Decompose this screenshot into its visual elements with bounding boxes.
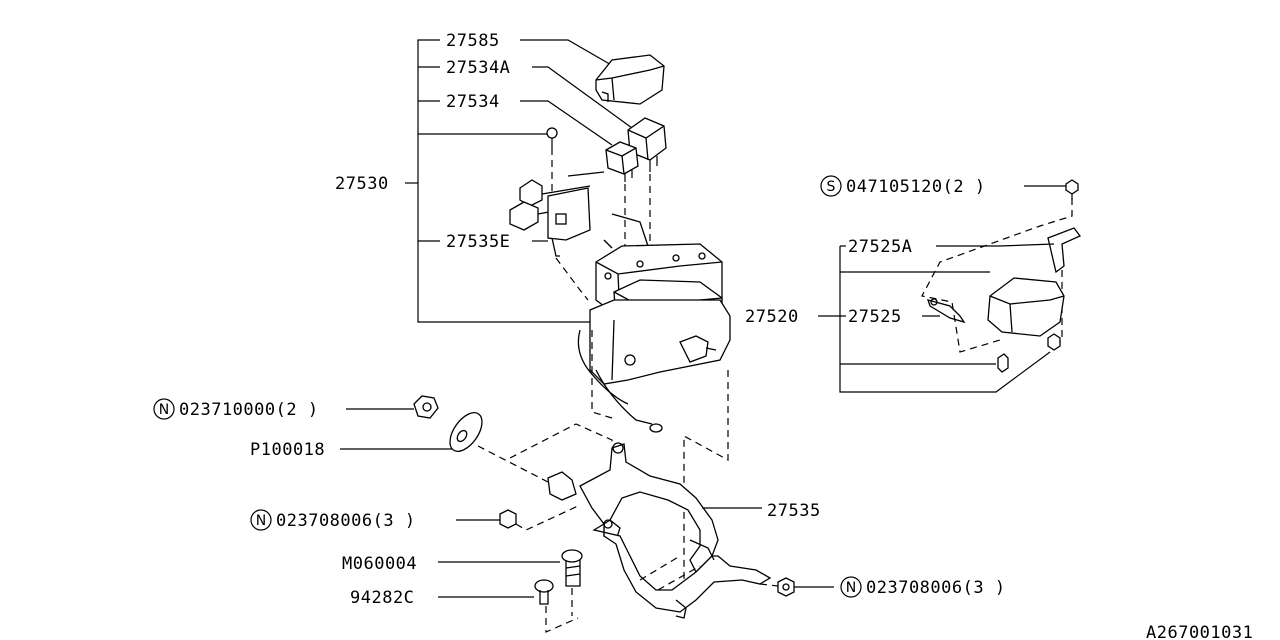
n-symbol-letter-1: N <box>159 402 169 418</box>
n-symbol-circle-2 <box>250 509 272 531</box>
guide-unit-right <box>683 370 729 600</box>
guide-nut-a <box>515 505 579 531</box>
label-27535e: 27535E <box>446 232 510 252</box>
washer-p100018 <box>449 412 483 452</box>
label-047105120: 047105120(2 ) <box>846 177 986 197</box>
bolt-m060004 <box>561 549 583 587</box>
nut-023708006a <box>499 509 517 529</box>
label-27585: 27585 <box>446 31 500 51</box>
guide-unit-left <box>591 330 613 419</box>
screw-right-lower <box>997 333 1061 373</box>
label-27535: 27535 <box>767 501 821 521</box>
guide-washer <box>477 445 549 483</box>
label-27534a: 27534A <box>446 58 510 78</box>
ground-terminal <box>649 423 663 433</box>
n-symbol-circle-3 <box>840 576 862 598</box>
s-symbol-circle <box>820 175 842 197</box>
nut-023708006b <box>777 577 795 597</box>
bracket-27520 <box>818 243 1055 393</box>
label-27534: 27534 <box>446 92 500 112</box>
mounting-bracket-27535 <box>509 423 772 619</box>
hydraulic-unit <box>577 243 731 405</box>
guide-27535e <box>555 257 589 301</box>
leader-27534a <box>532 66 633 129</box>
sensor-27525 <box>926 277 1065 337</box>
harness-27535e <box>509 171 605 257</box>
screw-top <box>546 127 558 148</box>
label-27530: 27530 <box>335 174 389 194</box>
s-symbol-letter: S <box>827 179 836 195</box>
n-symbol-circle-1 <box>153 398 175 420</box>
label-023708006a: 023708006(3 ) <box>276 511 416 531</box>
n-symbol-letter-2: N <box>256 513 266 529</box>
label-023710000: 023710000(2 ) <box>179 400 319 420</box>
bracket-27530 <box>405 39 590 323</box>
diagram-id: A267001031 <box>1146 623 1253 640</box>
guide-27525a <box>921 198 1073 353</box>
n-symbol-letter-3: N <box>846 580 856 596</box>
guide-nut-b <box>759 583 779 587</box>
label-27525: 27525 <box>848 307 902 327</box>
pin-94282c <box>534 579 554 605</box>
label-94282c: 94282C <box>350 588 414 608</box>
label-m060004: M060004 <box>342 554 417 574</box>
relay-27534 <box>605 141 639 182</box>
relay-27534a <box>627 117 667 172</box>
label-27525a: 27525A <box>848 237 912 257</box>
label-023708006b: 023708006(3 ) <box>866 578 1006 598</box>
leader-27585 <box>520 39 621 71</box>
bracket-27525a <box>1047 227 1082 274</box>
wire-rod-2 <box>603 239 613 249</box>
ground-cable <box>595 369 653 425</box>
guide-pin <box>545 606 579 633</box>
screw-047105120 <box>1065 179 1079 200</box>
nut-023710000 <box>413 395 439 419</box>
wire-rod-1 <box>611 213 651 253</box>
relay-cover-27585 <box>595 54 665 105</box>
leader-27534 <box>520 100 613 146</box>
label-p100018: P100018 <box>250 440 325 460</box>
label-27520: 27520 <box>745 307 799 327</box>
